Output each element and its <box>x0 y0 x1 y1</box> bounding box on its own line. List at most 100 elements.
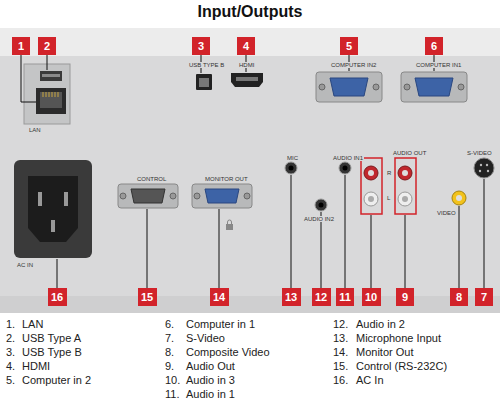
list-number: 16. <box>333 374 348 387</box>
callout-number: 15 <box>138 288 157 306</box>
callout-text: 3 <box>198 41 204 52</box>
callout-number: 16 <box>48 288 67 306</box>
jack-hole <box>319 203 324 208</box>
callout-number: 14 <box>210 288 229 306</box>
s-video-pin <box>486 164 488 166</box>
callout-text: 5 <box>346 41 352 52</box>
leader-line <box>371 215 372 288</box>
rca-center <box>368 196 374 202</box>
rca-jack-yellow <box>452 191 466 205</box>
title: Input/Outputs <box>0 3 500 21</box>
callout-number: 6 <box>425 37 443 55</box>
port-label: AC IN <box>16 262 34 268</box>
callout-number: 7 <box>475 288 493 306</box>
leader-line <box>57 259 58 288</box>
list-item: Microphone Input <box>356 332 441 345</box>
lock-icon <box>226 224 233 230</box>
dsub-screw <box>458 84 464 90</box>
callout-number: 10 <box>362 288 381 306</box>
panel-shadow <box>0 296 500 313</box>
jack-hole <box>289 166 294 171</box>
vga-connector <box>330 78 368 96</box>
port-label: S-VIDEO <box>466 150 493 156</box>
lan-pins <box>43 92 58 97</box>
ac-pin <box>64 192 68 206</box>
ac-pin <box>38 192 42 206</box>
list-item: AC In <box>356 374 384 387</box>
callout-number: 4 <box>237 37 255 55</box>
list-item: Monitor Out <box>356 346 413 359</box>
callout-text: 1 <box>18 41 24 52</box>
port-label: COMPUTER IN2 <box>330 62 377 68</box>
s-video-pin <box>479 170 481 172</box>
callout-number: 9 <box>396 288 414 306</box>
leader-lines <box>21 55 484 288</box>
callout-text: 16 <box>51 292 63 303</box>
list-number: 1. <box>6 318 15 331</box>
list-item: USB Type A <box>22 332 81 345</box>
callout-number: 13 <box>282 288 301 306</box>
callout-text: 8 <box>456 292 462 303</box>
port-label: AUDIO OUT <box>392 150 427 156</box>
callout-text: 12 <box>315 292 327 303</box>
leader-line <box>47 55 48 70</box>
leader-line <box>219 209 220 288</box>
list-number: 11. <box>165 388 179 401</box>
port-label: L <box>386 195 391 201</box>
callout-text: 11 <box>339 292 351 303</box>
list-item: Computer in 1 <box>186 318 255 331</box>
panel-top <box>0 28 500 56</box>
list-number: 8. <box>165 346 174 359</box>
dsub-screw <box>373 84 379 90</box>
port-recess <box>24 64 70 124</box>
lan-port <box>36 88 66 114</box>
leader-line <box>405 215 406 288</box>
list-number: 3. <box>6 346 15 359</box>
ac-socket <box>28 176 78 242</box>
hdmi-tongue <box>236 77 258 81</box>
port-label: LAN <box>28 127 42 133</box>
port-label: COMPUTER IN1 <box>415 62 462 68</box>
dsub-screw <box>319 84 325 90</box>
lan-socket <box>40 92 62 108</box>
ac-inlet <box>14 160 92 258</box>
jack-hole <box>343 166 348 171</box>
leader-line <box>345 175 346 288</box>
list-number: 4. <box>6 360 15 373</box>
callout-number: 5 <box>340 37 358 55</box>
usb-a-tongue <box>42 74 60 77</box>
list-number: 9. <box>165 360 174 373</box>
rca-jack-red <box>398 166 412 180</box>
list-number: 7. <box>165 332 174 345</box>
audio-jack <box>315 199 327 211</box>
panel-face <box>0 28 500 313</box>
list-item: LAN <box>22 318 43 331</box>
callout-text: 10 <box>365 292 377 303</box>
leader-line <box>321 212 322 288</box>
callout-bracket <box>361 158 382 214</box>
dsub-shell <box>118 184 178 208</box>
dsub-shell <box>401 72 467 102</box>
callout-number: 11 <box>336 288 354 306</box>
list-number: 13. <box>333 332 348 345</box>
callout-number: 12 <box>312 288 331 306</box>
ac-pin <box>51 220 55 232</box>
list-number: 6. <box>165 318 174 331</box>
audio-jack <box>339 162 351 174</box>
list-number: 5. <box>6 374 15 387</box>
dsub-screw <box>244 193 250 199</box>
port-label: HDMI <box>238 62 255 68</box>
callout-text: 2 <box>44 41 50 52</box>
mic-jack <box>285 162 297 174</box>
lock-icon <box>228 220 232 224</box>
list-item: Audio Out <box>186 360 235 373</box>
list-number: 12. <box>333 318 348 331</box>
callout-number: 1 <box>12 37 30 55</box>
port-label: AUDIO IN1 <box>332 155 364 161</box>
s-video-pin <box>487 170 489 172</box>
rca-jack-white <box>398 192 412 206</box>
leader-line <box>147 209 148 288</box>
leader-line <box>291 175 292 288</box>
callout-text: 6 <box>431 41 437 52</box>
s-video-pin <box>480 164 482 166</box>
